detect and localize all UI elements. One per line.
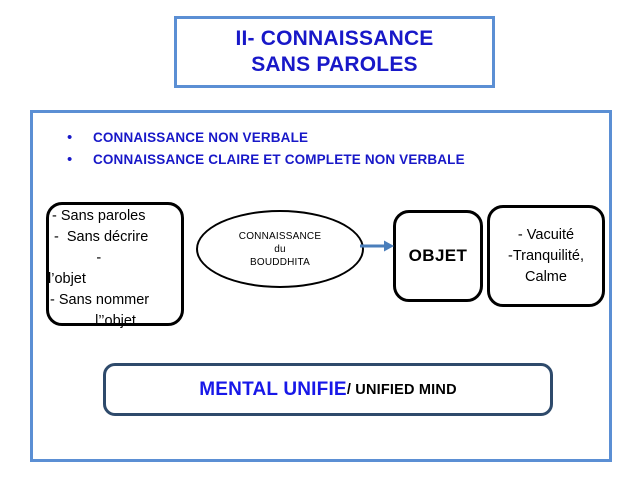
title-box: II- CONNAISSANCE SANS PAROLES bbox=[174, 16, 495, 88]
mental-unifie-box: MENTAL UNIFIE / UNIFIED MIND bbox=[103, 363, 553, 416]
bullet-item-2: • CONNAISSANCE CLAIRE ET COMPLETE NON VE… bbox=[67, 149, 597, 171]
left-box-line-4: l’objet bbox=[48, 271, 86, 287]
vacuite-line-1: - Vacuité bbox=[517, 226, 575, 243]
bullet-label-2: CONNAISSANCE CLAIRE ET COMPLETE NON VERB… bbox=[93, 152, 465, 167]
left-box-line-2: - Sans décrire bbox=[54, 229, 149, 245]
left-box-line-5: - Sans nommer bbox=[50, 292, 150, 308]
title-line-1: II- CONNAISSANCE bbox=[235, 27, 434, 50]
objet-label: OBJET bbox=[408, 246, 468, 265]
objet-box: OBJET bbox=[393, 210, 483, 302]
bullet-dot-icon: • bbox=[67, 129, 73, 146]
ellipse-line-3: BOUDDHITA bbox=[250, 256, 310, 268]
left-rounded-box bbox=[46, 202, 184, 326]
bullet-item-1: • CONNAISSANCE NON VERBALE bbox=[67, 127, 597, 149]
title-line-2: SANS PAROLES bbox=[251, 53, 418, 76]
left-box-text: - Sans paroles - Sans décrire - l’objet … bbox=[46, 202, 194, 330]
left-box-line-6: - l’’objet bbox=[50, 313, 136, 329]
left-box-line-3: - bbox=[48, 250, 102, 266]
vacuite-box: - Vacuité -Tranquilité, Calme bbox=[487, 205, 605, 307]
bullet-label-1: CONNAISSANCE NON VERBALE bbox=[93, 130, 309, 145]
mental-unifie-french-label: MENTAL UNIFIE bbox=[199, 378, 347, 400]
vacuite-line-2: -Tranquilité, bbox=[507, 247, 585, 264]
bullet-dot-icon: • bbox=[67, 151, 73, 168]
mental-unifie-english-label: / UNIFIED MIND bbox=[346, 381, 457, 398]
bullet-list: • CONNAISSANCE NON VERBALE • CONNAISSANC… bbox=[67, 127, 597, 171]
ellipse-line-2: du bbox=[274, 243, 286, 255]
right-arrow-icon bbox=[360, 240, 394, 252]
connaissance-ellipse: CONNAISSANCE du BOUDDHITA bbox=[196, 210, 364, 288]
ellipse-line-1: CONNAISSANCE bbox=[238, 230, 322, 242]
vacuite-line-3: Calme bbox=[525, 268, 567, 285]
left-box-line-1: - Sans paroles bbox=[52, 208, 146, 224]
